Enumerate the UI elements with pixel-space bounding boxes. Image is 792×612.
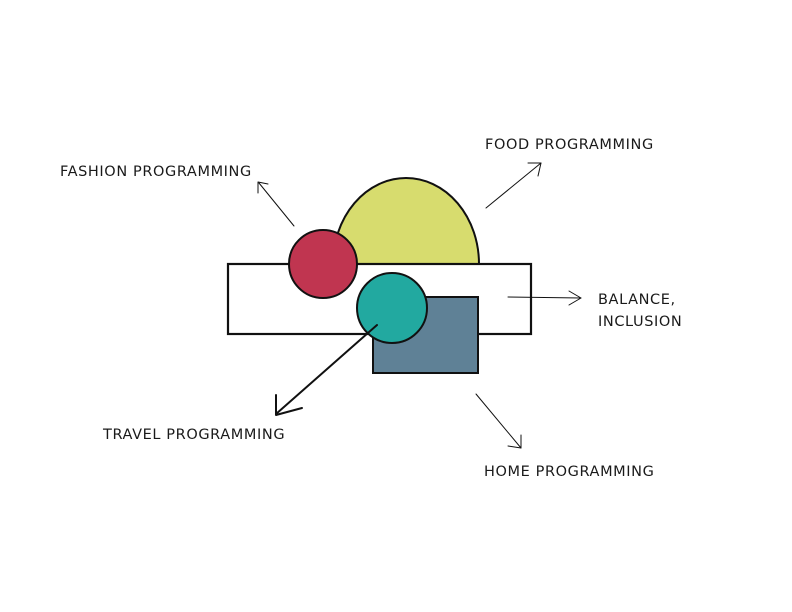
balance-label-line1: BALANCE, bbox=[598, 292, 676, 308]
food-semicircle bbox=[331, 177, 481, 265]
balance-label-line2: INCLUSION bbox=[598, 314, 682, 330]
home-arrow bbox=[475, 393, 522, 449]
food-label: FOOD PROGRAMMING bbox=[485, 137, 654, 153]
balance-arrow bbox=[507, 290, 582, 306]
food-arrow bbox=[485, 162, 542, 209]
travel-arrow bbox=[275, 324, 378, 416]
fashion-label: FASHION PROGRAMMING bbox=[60, 164, 252, 180]
home-label: HOME PROGRAMMING bbox=[484, 464, 654, 480]
travel-label: TRAVEL PROGRAMMING bbox=[102, 427, 285, 443]
fashion-arrow bbox=[257, 181, 295, 227]
travel-circle bbox=[356, 272, 428, 344]
fashion-circle bbox=[288, 229, 358, 299]
